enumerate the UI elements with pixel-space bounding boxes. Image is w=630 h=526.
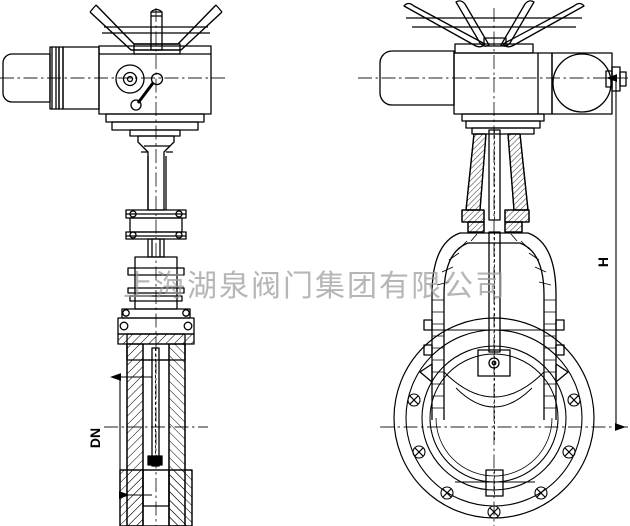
flange-bolt-circle-right <box>393 317 595 519</box>
valve-body-left <box>119 343 193 526</box>
manual-override-lever-left[interactable] <box>130 72 164 111</box>
centerlines <box>0 8 628 526</box>
actuator-motor-left <box>2 46 100 110</box>
right-view <box>379 0 627 519</box>
actuator-gearbox-right <box>453 52 613 135</box>
dimension-dn <box>110 373 152 499</box>
dimension-label-h: H <box>595 257 611 267</box>
actuator-end-cap-right <box>552 53 612 113</box>
left-view <box>2 4 223 526</box>
actuator-motor-right <box>379 50 455 106</box>
control-dial-left[interactable] <box>115 64 145 94</box>
actuator-gearbox-left <box>98 45 212 137</box>
dimension-label-dn: DN <box>87 428 103 448</box>
yoke-legs-right <box>461 129 530 233</box>
valve-chest-right <box>419 231 569 440</box>
